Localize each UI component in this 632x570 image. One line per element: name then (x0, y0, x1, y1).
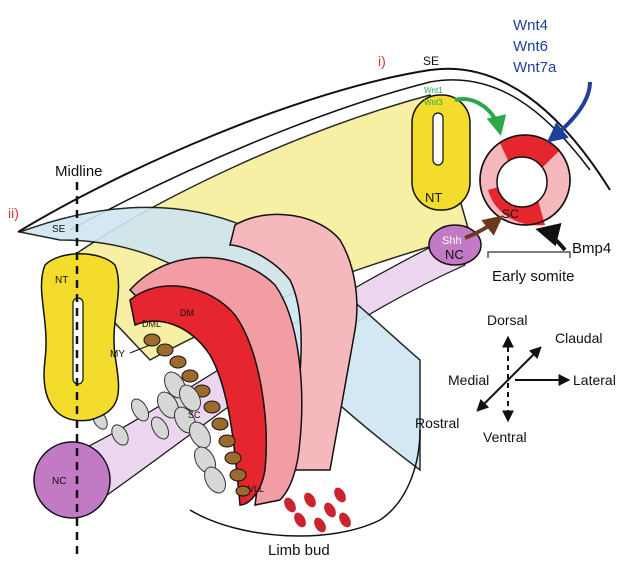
wnt4-label: Wnt4 (513, 17, 548, 34)
axis-rostral: Rostral (415, 415, 459, 431)
my-label: MY (110, 349, 125, 360)
early-somite-core (497, 157, 547, 207)
notochord-left (34, 442, 110, 518)
wnt7a-label: Wnt7a (513, 59, 557, 76)
wnt-blue-arrow (550, 82, 590, 140)
orientation-compass (478, 338, 568, 420)
vll-label: VLL (248, 484, 264, 494)
early-somite-bracket (488, 252, 570, 258)
panel-label-i: i) (378, 53, 386, 69)
limb-bud-cells (282, 486, 354, 535)
axis-ventral: Ventral (483, 429, 527, 445)
nc-left-label: NC (52, 476, 66, 487)
wnt6-label: Wnt6 (513, 38, 548, 55)
axis-medial: Medial (448, 372, 489, 388)
nc-right-label: NC (445, 247, 464, 262)
dml-label: DML (142, 319, 161, 329)
bmp4-label: Bmp4 (572, 240, 611, 257)
axis-claudal: Claudal (555, 330, 602, 346)
neural-tube-right-lumen (433, 113, 443, 165)
wnt3-label: Wnt3 (424, 98, 443, 107)
early-somite-label: Early somite (492, 268, 575, 285)
midline-label: Midline (55, 163, 103, 180)
limb-bud-label: Limb bud (268, 542, 330, 559)
nt-left-label: NT (55, 275, 68, 286)
dm-label: DM (180, 308, 194, 318)
se-left-label: SE (52, 224, 66, 235)
sc-somite-label: SC (502, 207, 519, 221)
se-top-label: SE (423, 54, 439, 68)
sc-left-label: SC (188, 410, 201, 420)
wnt1-label: Wnt1 (424, 86, 443, 95)
panel-label-ii: ii) (8, 205, 19, 221)
axis-lateral: Lateral (573, 372, 616, 388)
nt-right-label: NT (425, 190, 442, 205)
bmp4-arrow (540, 230, 565, 250)
shh-label: Shh (442, 235, 462, 247)
axis-dorsal: Dorsal (487, 312, 527, 328)
